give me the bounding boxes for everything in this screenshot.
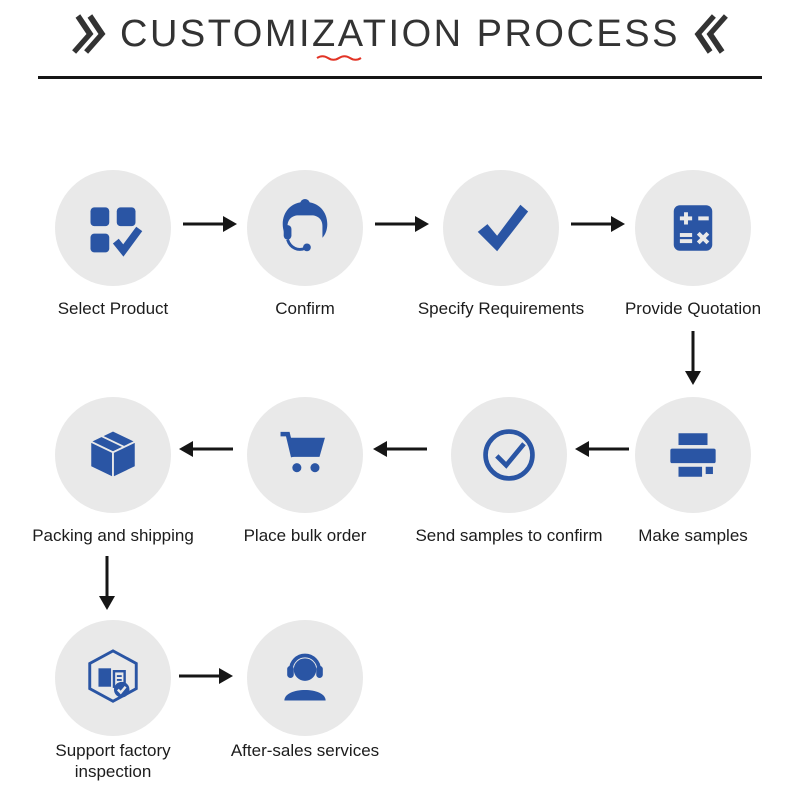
arrow-left-icon — [179, 441, 233, 457]
step-label-provide-quotation: Provide Quotation — [624, 299, 762, 318]
circle-check-icon — [483, 429, 535, 481]
step-label-place-bulk-order: Place bulk order — [243, 526, 367, 545]
step-circle-confirm — [247, 170, 363, 286]
arrow-right-icon — [375, 216, 429, 232]
step-label-confirm: Confirm — [275, 299, 335, 318]
step-circle-send-samples — [451, 397, 567, 513]
step-label-factory-inspection: Support factory inspection — [55, 741, 171, 782]
arrow-right-icon — [571, 216, 625, 232]
step-label-make-samples: Make samples — [638, 526, 748, 545]
step-circle-select-product — [55, 170, 171, 286]
page-title: CUSTOMIZATION PROCESS — [120, 12, 680, 55]
step-circle-packing-shipping — [55, 397, 171, 513]
step-label-packing-shipping: Packing and shipping — [32, 526, 194, 545]
step-circle-place-bulk-order — [247, 397, 363, 513]
product-grid-check-icon — [90, 207, 143, 257]
step-label-select-product: Select Product — [57, 299, 169, 318]
calculator-icon — [673, 205, 713, 251]
step-circle-provide-quotation — [635, 170, 751, 286]
step-circle-make-samples — [635, 397, 751, 513]
factory-inspection-icon — [88, 649, 138, 703]
step-circle-after-sales — [247, 620, 363, 736]
bold-checkmark-icon — [477, 204, 529, 252]
double-chevron-left-icon — [694, 14, 728, 54]
shopping-cart-icon — [280, 431, 325, 473]
arrow-left-icon — [575, 441, 629, 457]
red-squiggle-decoration — [316, 55, 362, 61]
arrow-left-icon — [373, 441, 427, 457]
step-circle-specify-requirements — [443, 170, 559, 286]
arrow-down-icon — [99, 556, 115, 610]
headset-support-icon — [284, 653, 326, 701]
title-row: CUSTOMIZATION PROCESS — [0, 12, 800, 56]
step-label-after-sales: After-sales services — [230, 741, 380, 760]
customer-service-agent-icon — [282, 198, 328, 252]
step-label-specify-requirements: Specify Requirements — [417, 299, 585, 318]
double-chevron-right-icon — [72, 14, 106, 54]
package-box-icon — [88, 429, 138, 480]
arrow-right-icon — [179, 668, 233, 684]
title-divider — [38, 76, 762, 79]
arrow-down-icon — [685, 331, 701, 385]
arrow-right-icon — [183, 216, 237, 232]
printer-icon — [670, 433, 716, 477]
step-circle-factory-inspection — [55, 620, 171, 736]
step-label-send-samples: Send samples to confirm — [415, 526, 603, 545]
